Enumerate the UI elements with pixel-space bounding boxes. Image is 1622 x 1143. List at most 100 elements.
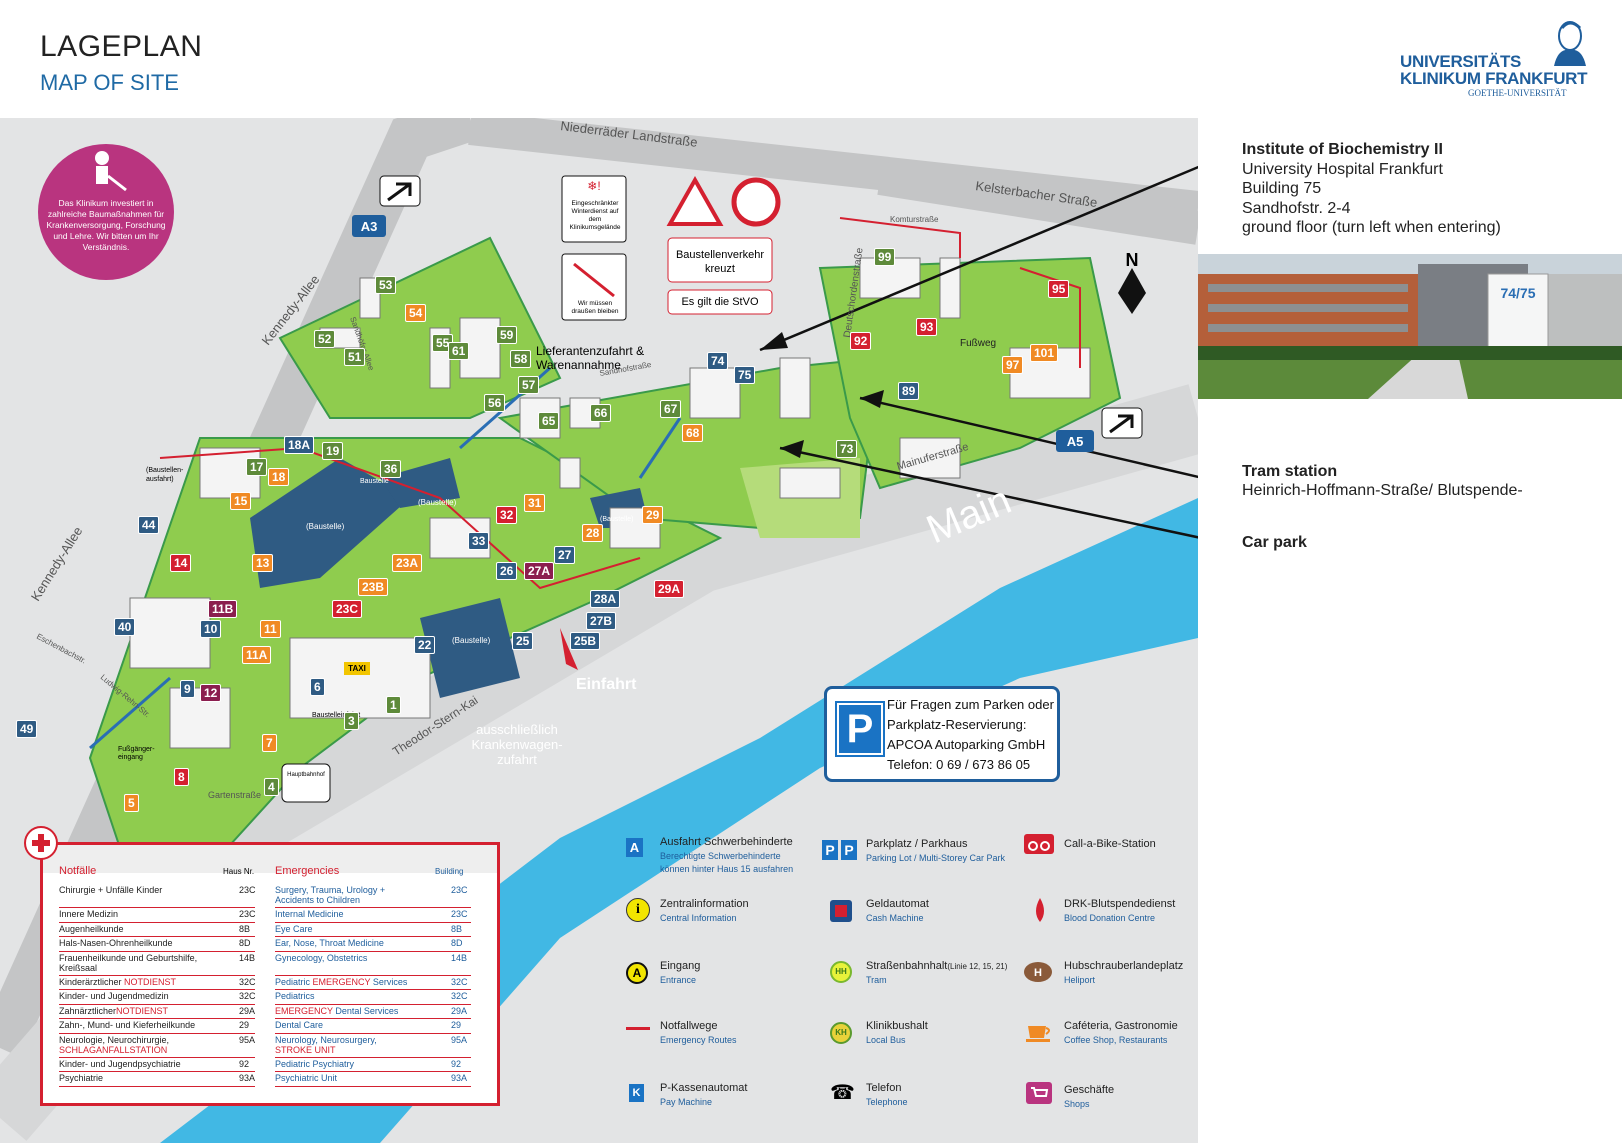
emergency-row-de: Kinder- und Jugendpsychiatrie	[59, 1058, 181, 1069]
row-divider	[59, 1003, 255, 1005]
building-badge-54: 54	[405, 304, 427, 322]
north-arrow-icon	[1118, 268, 1146, 314]
goethe-portrait-icon	[1554, 21, 1586, 66]
row-divider	[275, 907, 471, 908]
bike-icon	[1024, 834, 1054, 854]
emergency-row-de-number: 32C	[239, 991, 256, 1001]
building-badge-27: 27	[554, 546, 576, 564]
building-badge-75: 75	[734, 366, 756, 384]
emergency-row-de-number: 8D	[239, 938, 251, 948]
delivery-label: Lieferantenzufahrt & Warenannahme	[536, 344, 645, 372]
row-divider	[275, 974, 471, 976]
building-badge-99: 99	[874, 248, 896, 266]
emergency-row-en-number: 93A	[451, 1073, 468, 1083]
building-badge-101: 101	[1030, 344, 1059, 362]
page-subtitle: MAP OF SITE	[40, 70, 179, 95]
legend-pay-machine-title: P-Kassenautomat	[660, 1082, 748, 1094]
construction-entry-label: Baustelleinfahrt	[312, 712, 361, 719]
building-badge-15: 15	[230, 492, 252, 510]
building-badge-66: 66	[590, 404, 612, 422]
emergency-row-de: Neurologie, Neurochirurgie,SCHLAGANFALLS…	[59, 1034, 170, 1055]
emergency-row-de-number: 93A	[239, 1073, 256, 1083]
emergencies-title-de: Notfälle	[59, 865, 97, 877]
emergency-row-de-number: 32C	[239, 976, 256, 987]
legend-shops-sub: Shops	[1064, 1099, 1090, 1109]
building-badge-89: 89	[898, 382, 920, 400]
emergency-row-en: Neurology, Neurosurgery,STROKE UNIT	[275, 1034, 377, 1055]
legend-parking-title: Parkplatz / Parkhaus	[866, 838, 968, 850]
snowflake-icon: ❄!	[587, 179, 600, 193]
legend-tram-title: Straßenbahnhalt(Linie 12, 15, 21)	[866, 960, 1007, 972]
street-fussweg: Fußweg	[960, 338, 996, 349]
building-badge-18: 18	[268, 468, 290, 486]
emergency-row-de-number: 14B	[239, 952, 256, 963]
emergency-row-en-number: 32C	[451, 976, 468, 987]
row-divider	[59, 907, 255, 908]
building-badge-28: 28	[582, 524, 604, 542]
street-garten: Gartenstraße	[208, 790, 261, 800]
building-badge-36: 36	[380, 460, 402, 478]
building-badge-40: 40	[114, 618, 136, 636]
highway-a3-label: A3	[361, 219, 378, 234]
building-badge-23b: 23B	[358, 578, 389, 596]
emergency-row-de-number: 95A	[239, 1034, 256, 1045]
building-badge-19: 19	[322, 442, 344, 460]
building-badge-27a: 27A	[524, 562, 555, 580]
building-badge-14: 14	[170, 554, 192, 572]
legend-bus-sub: Local Bus	[866, 1035, 906, 1045]
walk-arrow	[638, 417, 682, 479]
building-badge-58: 58	[510, 350, 532, 368]
building-badge-7: 7	[262, 734, 277, 752]
building-badge-3: 3	[344, 712, 359, 730]
emergency-row-en: Pediatric EMERGENCY Services	[275, 976, 408, 987]
winter-sign	[561, 175, 627, 243]
pedestrian-label: Fußgänger-eingang	[118, 746, 155, 761]
street-komtur: Komturstraße	[890, 215, 939, 224]
emergency-row-en-number: 92	[451, 1058, 462, 1069]
row-divider	[59, 1056, 255, 1058]
parking-garage-icon: P	[841, 840, 857, 860]
building-badge-49: 49	[16, 720, 38, 738]
highway-a5-badge	[1056, 430, 1094, 452]
row-divider	[59, 1085, 255, 1087]
legend-blood-sub: Blood Donation Centre	[1064, 913, 1156, 923]
row-divider	[275, 1018, 471, 1019]
pay-machine-icon: K	[629, 1084, 644, 1102]
traffic-sign	[667, 237, 773, 283]
info-hospital: University Hospital Frankfurt	[1242, 160, 1443, 178]
legend-bus-title: Klinikbushalt	[866, 1020, 928, 1032]
info-institute: Institute of Biochemistry II	[1242, 141, 1443, 158]
emergencies-col-en: Building	[435, 867, 464, 876]
row-divider	[275, 1085, 471, 1087]
road-kelsterbach	[877, 161, 1198, 245]
row-divider	[275, 1071, 471, 1072]
building-badge-25: 25	[512, 632, 534, 650]
building-badge-5: 5	[124, 794, 139, 812]
info-building: Building 75	[1242, 180, 1322, 197]
building-badge-97: 97	[1002, 356, 1024, 374]
legend-info-title: Zentralinformation	[660, 898, 749, 910]
emergency-row-de: Chirurgie + Unfälle Kinder	[59, 885, 163, 895]
emergency-row-de: Psychiatrie	[59, 1073, 104, 1083]
emergency-row-de-number: 92	[239, 1058, 250, 1069]
construction-block-1	[250, 458, 410, 588]
legend-parking-sub: Parking Lot / Multi-Storey Car Park	[866, 853, 1006, 863]
pointer-arrow-tram	[859, 396, 1198, 479]
entrance-arrow	[560, 628, 578, 670]
entrance-icon: A	[626, 962, 648, 984]
building-badge-25b: 25B	[570, 632, 601, 650]
building-badge-6: 6	[310, 678, 325, 696]
emergency-row-de: Frauenheilkunde und Geburtshilfe,Kreißsa…	[59, 952, 198, 973]
building-badge-28a: 28A	[590, 590, 621, 608]
emergency-row-en: Ear, Nose, Throat Medicine	[275, 938, 384, 948]
building-badge-9: 9	[180, 680, 195, 698]
legend-exit-disabled-sub2: können hinter Haus 15 ausfahren	[660, 864, 794, 874]
blood-drop-icon	[1036, 898, 1044, 922]
legend-heli-sub: Heliport	[1064, 975, 1096, 985]
building-badge-95: 95	[1048, 280, 1070, 298]
building-badge-74: 74	[707, 352, 729, 370]
bus-icon: KH	[830, 1022, 852, 1044]
emergency-row-en: Eye Care	[275, 923, 313, 934]
construction-exit-label: (Baustellen-ausfahrt)	[146, 467, 184, 483]
building-badge-23a: 23A	[392, 554, 423, 572]
